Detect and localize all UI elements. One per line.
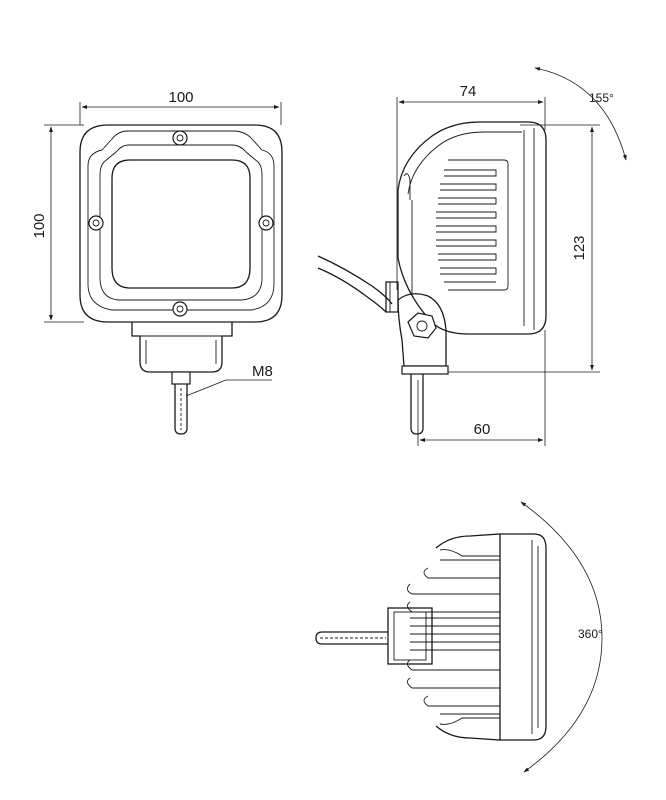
side-clip <box>403 173 411 200</box>
screw-top-icon <box>172 130 188 146</box>
bottom-bolt <box>315 631 388 645</box>
bottom-view: 360° <box>315 501 603 773</box>
bottom-housing-face <box>500 533 547 741</box>
side-fins <box>436 159 509 291</box>
tilt-arc <box>534 67 627 161</box>
cable-gland <box>385 281 399 313</box>
housing-ring <box>87 130 275 311</box>
side-depth-label: 74 <box>460 83 477 100</box>
bezel <box>99 144 263 301</box>
side-bracket <box>397 293 447 367</box>
screw-right-icon <box>258 215 274 231</box>
thread-label: M8 <box>252 363 273 380</box>
bottom-bracket <box>387 607 433 665</box>
housing-outer <box>79 124 283 323</box>
front-height-label: 100 <box>31 213 48 238</box>
mount-depth-label: 60 <box>474 421 491 438</box>
thread-leader <box>185 379 272 397</box>
side-housing-inner-top <box>407 131 522 195</box>
bolt-shaft <box>174 384 188 435</box>
screw-left-icon <box>88 215 104 231</box>
screw-bottom-icon <box>172 301 188 317</box>
bottom-fins <box>407 549 500 725</box>
front-view: 100 100 <box>31 89 283 435</box>
cable-bottom <box>317 267 387 313</box>
lens <box>111 159 251 289</box>
bottom-housing-body <box>435 533 501 741</box>
hex-bolt-center <box>416 320 428 332</box>
side-bolt-shaft <box>410 374 424 435</box>
rotation-label: 360° <box>578 627 603 641</box>
cable-top <box>317 255 393 305</box>
rotation-arc <box>520 501 603 773</box>
front-width-label: 100 <box>168 89 193 106</box>
side-height-label: 123 <box>571 235 588 260</box>
mount-bracket <box>131 322 233 373</box>
bolt-collar <box>171 371 191 385</box>
side-mount-foot <box>401 365 449 375</box>
hex-bolt-icon <box>407 312 437 339</box>
side-view: 74 123 60 155° <box>317 67 627 446</box>
tilt-label: 155° <box>589 91 614 105</box>
bottom-bracket-inner <box>393 611 427 661</box>
